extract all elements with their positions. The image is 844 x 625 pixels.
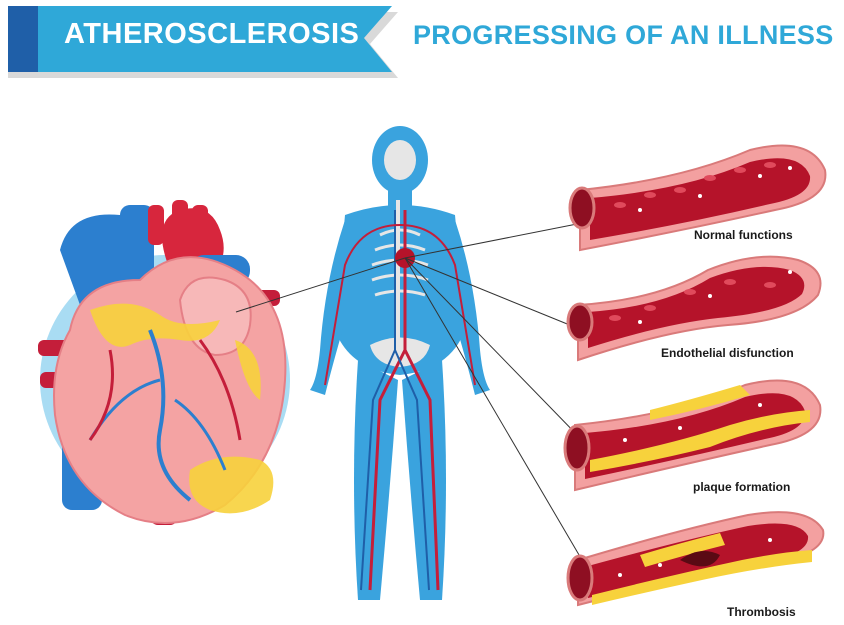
heart-illustration <box>38 200 287 525</box>
artery-plaque <box>563 379 822 492</box>
human-body-illustration <box>310 126 490 600</box>
artery-normal <box>568 144 827 252</box>
banner-ribbon <box>8 6 392 72</box>
illustration <box>38 126 827 607</box>
connector-lines <box>235 222 583 561</box>
banner-left-stripe <box>8 6 38 72</box>
stage-label-normal: Normal functions <box>694 228 793 242</box>
artery-thrombosis <box>566 511 825 607</box>
stage-label-plaque: plaque formation <box>693 480 791 494</box>
stage-label-endothelial: Endothelial disfunction <box>661 346 794 360</box>
artery-endothelial <box>566 255 822 362</box>
stage-label-thrombosis: Thrombosis <box>727 605 796 619</box>
header-banner <box>8 6 398 78</box>
page-title: ATHEROSCLEROSIS <box>64 18 360 50</box>
page-subtitle: PROGRESSING OF AN ILLNESS <box>413 20 834 50</box>
